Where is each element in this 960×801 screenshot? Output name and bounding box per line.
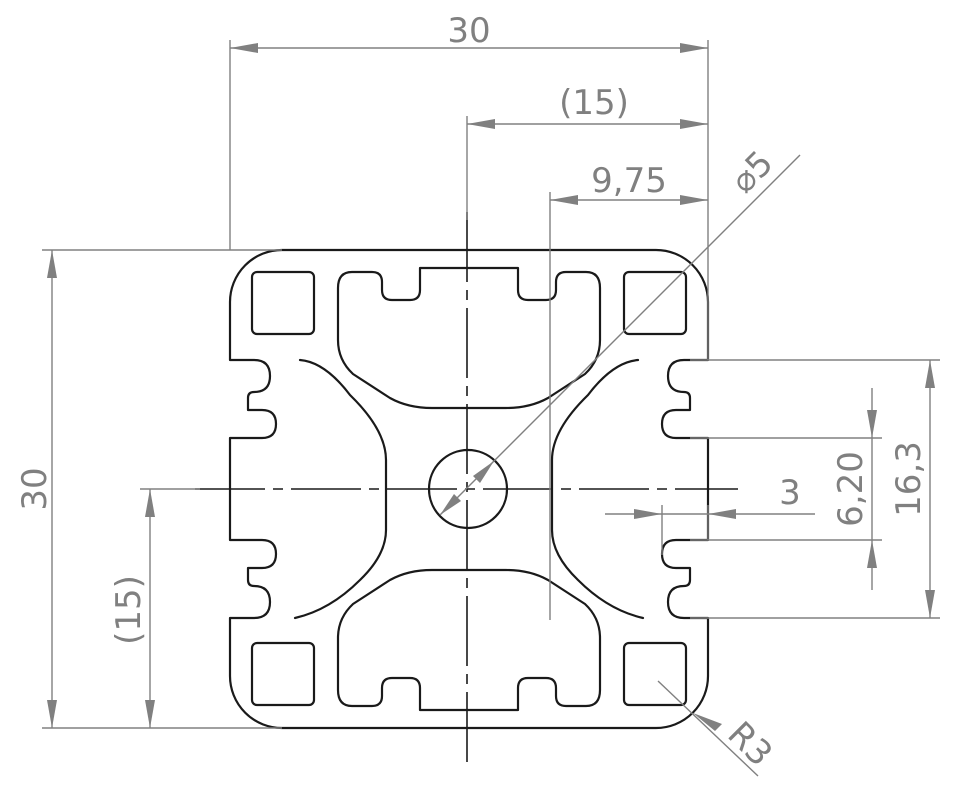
arrow-height-bottom xyxy=(47,700,57,728)
corner-pocket-bottom-left xyxy=(250,641,316,707)
dim-text-overall-width: 30 xyxy=(447,11,490,51)
arrow-975-right xyxy=(680,195,708,205)
dim-text-975: 9,75 xyxy=(591,161,667,201)
arrow-620-bottom xyxy=(867,540,877,568)
corner-pocket-top-right xyxy=(622,270,688,336)
arrow-620-top xyxy=(867,410,877,438)
leader-diameter xyxy=(439,154,801,516)
arrow-3-left xyxy=(634,509,662,519)
arrow-height-top xyxy=(47,250,57,278)
dim-text-half-width: (15) xyxy=(559,83,629,123)
arrow-width-right xyxy=(680,43,708,53)
slot-cavity-bottom xyxy=(336,568,602,712)
arrow-diameter-lower xyxy=(440,494,461,515)
arrow-3-right xyxy=(708,509,736,519)
dim-text-diameter: ⌀5 xyxy=(723,143,781,201)
arrow-half-height-top xyxy=(145,489,155,517)
slot-cavity-top xyxy=(336,266,602,410)
arrow-half-width-left xyxy=(467,119,495,129)
arrow-diameter-upper xyxy=(473,461,494,483)
arrow-half-width-right xyxy=(680,119,708,129)
corner-pocket-top-left xyxy=(250,270,316,336)
dim-text-radius: R3 xyxy=(720,714,780,774)
core-web-right xyxy=(550,358,645,620)
corner-pocket-bottom-right xyxy=(622,641,688,707)
dim-text-overall-height: 30 xyxy=(15,467,55,510)
dim-text-163: 16,3 xyxy=(889,441,929,517)
arrow-163-top xyxy=(925,360,935,388)
dim-text-3: 3 xyxy=(779,473,801,513)
leader-radius xyxy=(657,680,759,777)
core-web-left xyxy=(293,358,388,620)
dim-text-620: 6,20 xyxy=(831,451,871,527)
dim-text-half-height: (15) xyxy=(109,575,149,645)
arrow-163-bottom xyxy=(925,590,935,618)
arrow-975-left xyxy=(550,195,578,205)
profile-outer-contour xyxy=(228,248,710,730)
arrow-half-height-bottom xyxy=(145,700,155,728)
arrow-width-left xyxy=(230,43,258,53)
arrow-radius xyxy=(693,713,722,731)
